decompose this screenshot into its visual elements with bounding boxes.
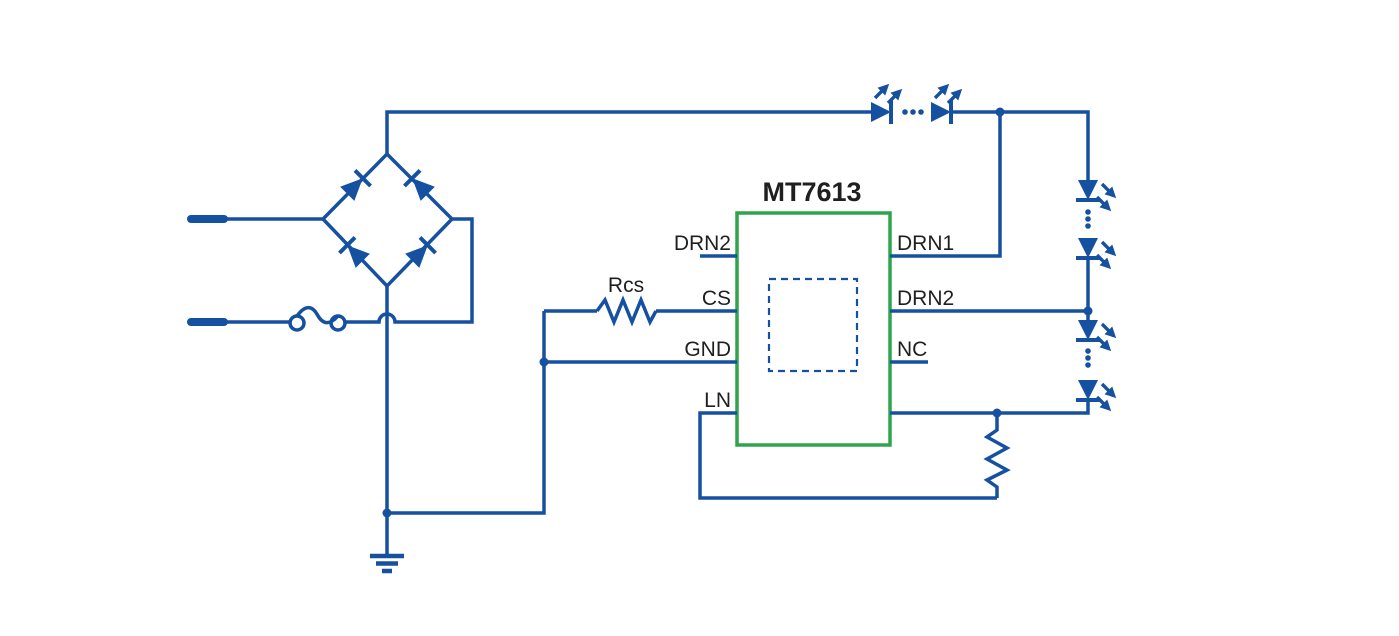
- led-string-top: [871, 80, 966, 124]
- current-sense-resistor: Rcs: [595, 274, 658, 327]
- resistor-label: Rcs: [608, 274, 644, 297]
- pin-label-drn2-left: DRN2: [674, 232, 731, 255]
- resistor: [983, 413, 1011, 498]
- ground-symbol: [370, 553, 404, 574]
- pin-wire-bottom-right: [890, 402, 1090, 415]
- wire-ground-rail: [387, 311, 546, 515]
- junction-dot: [995, 107, 1005, 117]
- ic-body: [735, 211, 892, 447]
- led-string-right: [1076, 180, 1120, 415]
- ic-title: MT7613: [762, 177, 861, 207]
- pin-wire-ln-loop: [698, 411, 997, 500]
- ellipsis-dots: [902, 109, 924, 115]
- junction-dot: [382, 508, 392, 518]
- led: [1076, 380, 1120, 415]
- junction-dot: [992, 408, 1002, 418]
- junction-dot: [539, 357, 549, 367]
- led: [1076, 180, 1120, 215]
- led: [931, 80, 966, 124]
- pin-label-ln: LN: [704, 389, 731, 412]
- ellipsis-dots: [1085, 209, 1091, 229]
- pin-label-nc: NC: [897, 338, 927, 361]
- ellipsis-dots: [1085, 348, 1091, 368]
- pin-label-drn1: DRN1: [897, 232, 954, 255]
- ic-internal-dashed-box: [767, 277, 859, 373]
- led: [1076, 238, 1120, 273]
- wire-bottom-input-to-bridge: [345, 217, 474, 324]
- pin-label-cs: CS: [702, 287, 731, 310]
- bridge-rectifier: [320, 151, 455, 289]
- wire-top-rail-right: [951, 110, 1090, 180]
- ic-block: MT7613: [735, 177, 892, 447]
- pin-wire-drn1: [890, 112, 1002, 258]
- pin-label-gnd: GND: [684, 338, 731, 361]
- led: [1076, 320, 1120, 355]
- led: [871, 80, 906, 124]
- pin-label-drn2-right: DRN2: [897, 287, 954, 310]
- wire-top-rail: [385, 110, 871, 154]
- junction-dot: [1083, 306, 1093, 316]
- fuse: [288, 305, 347, 332]
